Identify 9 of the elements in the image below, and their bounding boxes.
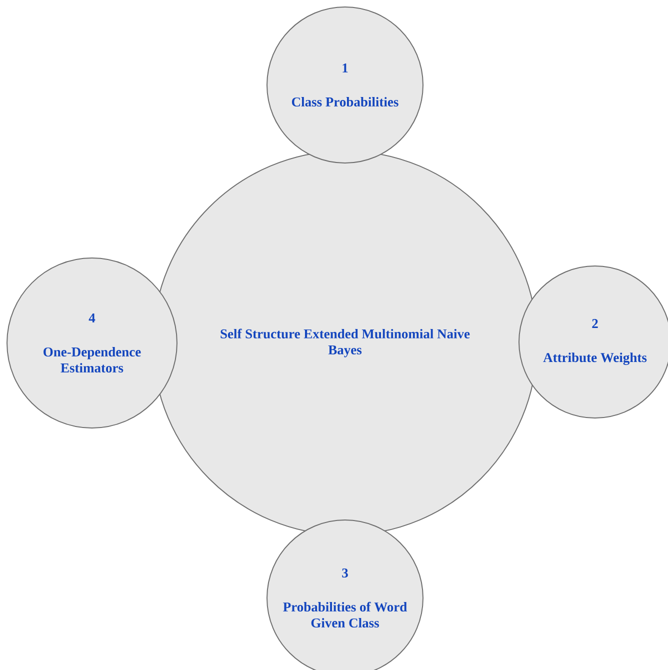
circle-node: 3 Probabilities of Word Given Class — [266, 520, 424, 670]
circle-node: 4 One-Dependence Estimators — [6, 258, 178, 428]
node-label: 2 — [592, 319, 598, 328]
node-label: 3 — [342, 568, 348, 578]
circle-node: 2 Attribute Weights — [518, 266, 668, 418]
node-label: Probabilities of Word Given Class — [283, 602, 407, 628]
circle-node: Self Structure Extended Multinomial Naive Bayes — [152, 150, 538, 536]
circle-node: 1 Class Probabilities — [266, 6, 424, 164]
node-label: Attribute Weights — [543, 352, 647, 365]
